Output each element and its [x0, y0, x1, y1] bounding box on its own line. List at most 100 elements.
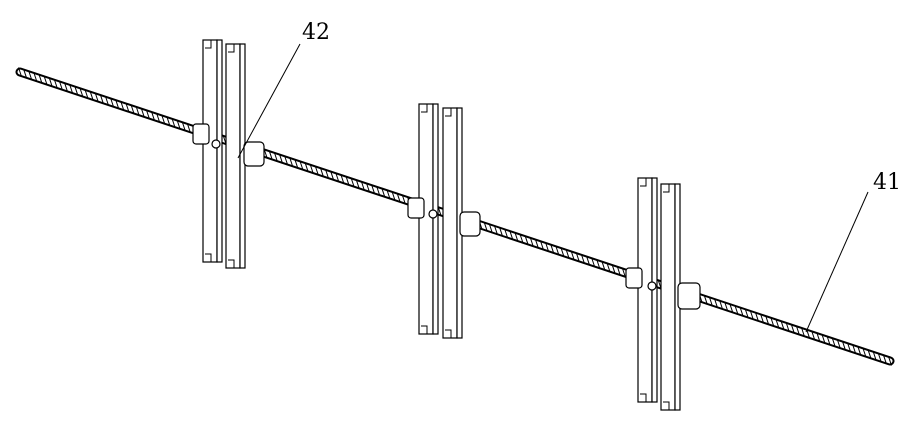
thread-ridge: [386, 189, 391, 200]
frame-plate: [418, 103, 434, 335]
thread-ridge: [836, 339, 841, 349]
thread-ridge: [888, 356, 892, 366]
thread-ridge: [826, 335, 831, 346]
thread-ridge: [53, 79, 58, 89]
thread-ridge: [806, 329, 811, 339]
thread-ridge: [115, 99, 120, 109]
thread-ridge: [534, 239, 539, 249]
thread-ridge: [289, 157, 294, 167]
thread-ridge: [519, 233, 524, 244]
reference-label-41: 41: [873, 170, 901, 195]
frame-plate: [442, 107, 458, 339]
thread-ridge: [263, 148, 268, 159]
thread-ridge: [524, 235, 529, 245]
thread-ridge: [529, 237, 534, 247]
thread-ridge: [775, 318, 780, 329]
thread-ridge: [99, 94, 104, 104]
nut: [459, 211, 481, 237]
thread-ridge: [23, 69, 28, 79]
thread-ridge: [371, 184, 376, 194]
thread-ridge: [304, 162, 309, 172]
thread-ridge: [79, 87, 84, 98]
thread-ridge: [857, 346, 862, 356]
thread-ridge: [94, 92, 99, 103]
thread-ridge: [606, 262, 611, 273]
thread-ridge: [560, 247, 565, 257]
leader-line-41: [805, 191, 869, 333]
nut: [625, 267, 643, 289]
thread-ridge: [831, 337, 836, 347]
thread-ridge: [882, 354, 887, 364]
thread-ridge: [355, 179, 360, 189]
thread-ridge: [754, 312, 759, 322]
thread-ridge: [801, 327, 805, 337]
thread-ridge: [545, 242, 550, 252]
nut: [677, 282, 701, 310]
frame-assembly-1: [192, 39, 265, 269]
thread-ridge: [345, 176, 350, 186]
thread-ridge: [33, 72, 38, 82]
thread-ridge: [325, 169, 330, 179]
thread-ridge: [366, 182, 370, 193]
thread-ridge: [145, 109, 150, 120]
thread-ridge: [734, 305, 739, 315]
frame-plate: [202, 39, 218, 263]
thread-ridge: [616, 266, 621, 276]
leader-line-42: [237, 43, 301, 159]
thread-ridge: [69, 84, 74, 94]
thread-ridge: [120, 101, 125, 111]
thread-ridge: [314, 165, 319, 176]
thread-ridge: [488, 223, 493, 234]
thread-ridge: [790, 324, 795, 334]
thread-ridge: [376, 186, 381, 196]
thread-ridge: [110, 97, 115, 108]
thread-ridge: [749, 310, 754, 320]
thread-ridge: [877, 352, 882, 363]
thread-ridge: [151, 111, 156, 121]
thread-ridge: [58, 80, 63, 91]
thread-ridge: [708, 296, 713, 307]
thread-ridge: [504, 228, 509, 239]
thread-ridge: [48, 77, 53, 87]
thread-ridge: [575, 252, 580, 262]
thread-ridge: [499, 227, 504, 237]
thread-ridge: [540, 240, 544, 251]
thread-ridge: [299, 160, 304, 171]
thread-ridge: [396, 193, 401, 203]
thread-ridge: [171, 118, 176, 128]
frame-plate: [660, 183, 676, 411]
thread-ridge: [176, 120, 181, 130]
thread-ridge: [765, 315, 770, 325]
thread-ridge: [601, 261, 606, 271]
thread-ridge: [493, 225, 498, 235]
thread-ridge: [565, 249, 570, 259]
thread-ridge: [580, 254, 585, 264]
thread-ridge: [785, 322, 790, 332]
thread-ridge: [555, 245, 560, 256]
thread-ridge: [852, 344, 857, 354]
frame-assembly-3: [625, 177, 701, 411]
thread-ridge: [89, 91, 94, 101]
thread-ridge: [294, 159, 299, 169]
nut: [407, 197, 425, 219]
thread-ridge: [156, 113, 161, 123]
thread-ridge: [841, 341, 846, 351]
nut: [192, 123, 210, 145]
thread-ridge: [279, 154, 283, 164]
thread-ridge: [43, 75, 48, 86]
thread-ridge: [38, 74, 43, 84]
thread-ridge: [621, 267, 626, 278]
thread-ridge: [586, 256, 591, 266]
thread-ridge: [284, 155, 289, 166]
thread-ridge: [744, 308, 749, 319]
thread-ridge: [74, 86, 79, 96]
thread-ridge: [811, 330, 816, 341]
thread-ridge: [268, 150, 273, 160]
thread-ridge: [350, 177, 355, 188]
thread-ridge: [724, 301, 729, 312]
thread-ridge: [181, 121, 186, 132]
thread-ridge: [391, 191, 396, 201]
thread-ridge: [130, 104, 135, 115]
thread-ridge: [273, 152, 278, 162]
